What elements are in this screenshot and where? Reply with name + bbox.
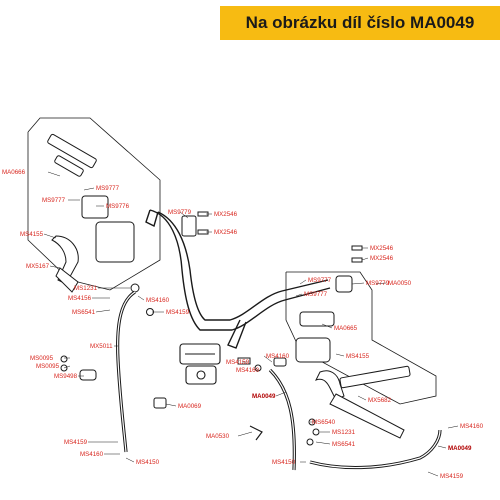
banner-text: Na obrázku díl číslo MA0049 xyxy=(245,13,475,32)
part-label-highlighted: MA0049 xyxy=(448,445,472,452)
part-label: MS1231 xyxy=(332,429,356,436)
part-label: MX2546 xyxy=(370,245,394,252)
part-label: MS9498 xyxy=(54,373,78,380)
part-label: MS9777 xyxy=(304,291,328,298)
part-label: MS4160 xyxy=(146,297,170,304)
part-label: MA0530 xyxy=(206,433,230,440)
part-label-highlighted: MA0049 xyxy=(252,393,276,400)
handlebar xyxy=(145,209,331,349)
part-label: MX5167 xyxy=(26,263,50,270)
part-label: MS0095 xyxy=(30,355,54,362)
part-label: MX2546 xyxy=(214,229,238,236)
part-label: MS1231 xyxy=(74,285,98,292)
handlebar-clamp xyxy=(179,343,221,385)
part-label: MS6541 xyxy=(332,441,356,448)
part-labels: MA0666 MS9777 MS9777 MS9776 MS9779 MX254… xyxy=(2,169,484,480)
part-label: MS4160 xyxy=(266,353,290,360)
right-assembly-frame xyxy=(285,271,437,405)
part-label: MA0069 xyxy=(178,403,202,410)
part-label: MS4159 xyxy=(440,473,464,480)
part-label: MX2546 xyxy=(370,255,394,262)
part-label: MS4159 xyxy=(166,309,190,316)
leader-lines xyxy=(43,171,459,477)
part-label: MS4160 xyxy=(80,451,104,458)
part-label: MS4150 xyxy=(272,459,296,466)
part-label: MS4156 xyxy=(68,295,92,302)
left-assembly-frame xyxy=(27,117,161,291)
part-label: MS4160 xyxy=(460,423,484,430)
part-number-banner: Na obrázku díl číslo MA0049 xyxy=(220,6,500,40)
part-label: MS9779 xyxy=(366,280,390,287)
brake-hoses xyxy=(116,290,442,471)
part-label: MS9777 xyxy=(308,277,332,284)
part-label: MS9776 xyxy=(106,203,130,210)
right-master-cylinder xyxy=(273,275,411,439)
part-label: MS9779 xyxy=(168,209,192,216)
part-label: MS4159 xyxy=(226,359,250,366)
part-label: MS4150 xyxy=(136,459,160,466)
left-master-cylinder xyxy=(47,133,154,316)
part-label: MX2546 xyxy=(214,211,238,218)
part-label: MS0095 xyxy=(36,363,60,370)
part-label: MS4159 xyxy=(64,439,88,446)
part-label: MA0050 xyxy=(388,280,412,287)
part-label: MS4160 xyxy=(236,367,260,374)
part-label: MS6540 xyxy=(312,419,336,426)
part-label: MS6541 xyxy=(72,309,96,316)
part-label: MA0665 xyxy=(334,325,358,332)
part-label: MX5011 xyxy=(90,343,113,350)
part-label: MS9777 xyxy=(42,197,66,204)
part-label: MS4155 xyxy=(20,231,44,238)
part-label: MA0666 xyxy=(2,169,26,176)
part-label: MS9777 xyxy=(96,185,120,192)
part-label: MS4155 xyxy=(346,353,370,360)
part-label: MX5682 xyxy=(368,397,392,404)
